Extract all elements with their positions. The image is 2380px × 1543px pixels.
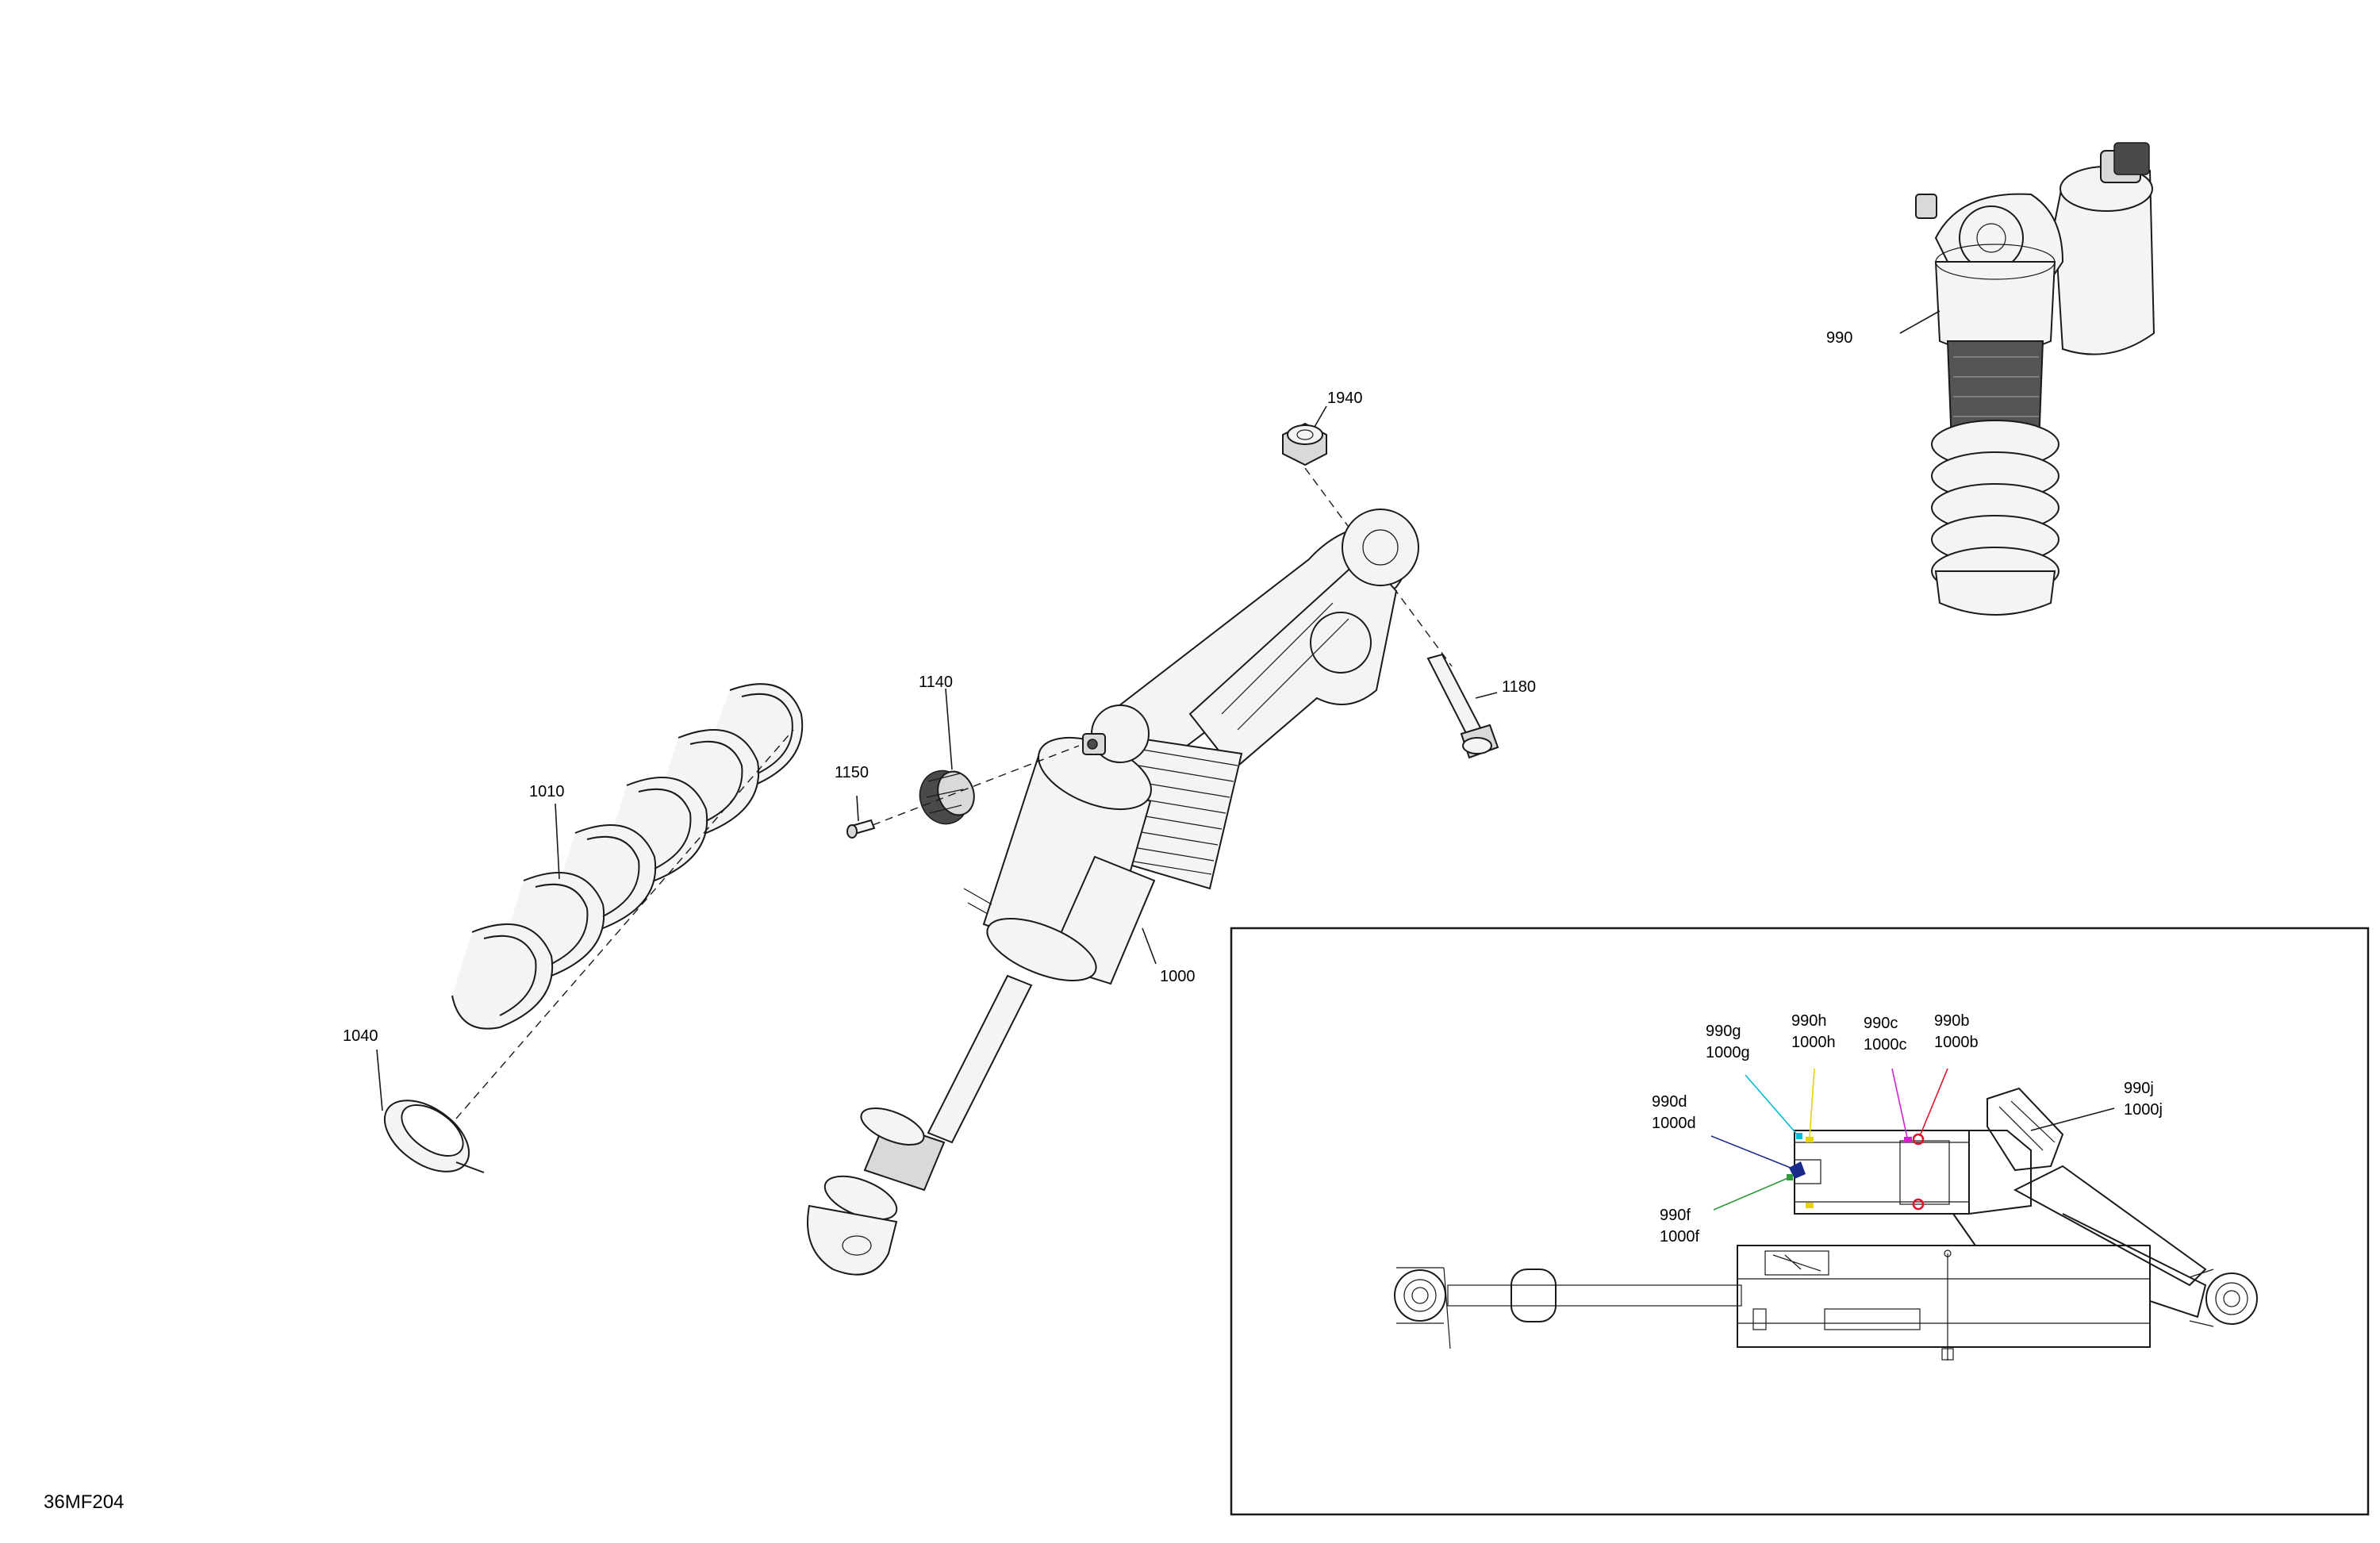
part-label-990: 990 xyxy=(1826,329,1852,347)
detail-leader-b xyxy=(1919,1068,1948,1137)
part-label-1150: 1150 xyxy=(835,764,869,781)
detail-label-1000h: 1000h xyxy=(1791,1034,1836,1051)
part-label-1000: 1000 xyxy=(1160,968,1196,985)
adjuster-knob-1140 xyxy=(919,770,975,825)
detail-label-990g: 990g xyxy=(1706,1023,1741,1040)
screw-1150 xyxy=(846,819,876,839)
detail-label-1000c: 1000c xyxy=(1864,1036,1907,1054)
part-label-1180: 1180 xyxy=(1502,678,1536,696)
detail-label-1000f: 1000f xyxy=(1660,1228,1699,1246)
leader-1040 xyxy=(376,1049,383,1111)
detail-leader-d xyxy=(1710,1135,1795,1170)
leader-1150 xyxy=(856,795,859,822)
assembled-shock-illustration xyxy=(1915,142,2155,616)
leader-1000 xyxy=(1142,927,1157,965)
detail-leader-j xyxy=(2030,1107,2115,1131)
bolt-1180 xyxy=(1426,653,1499,759)
shock-cross-section xyxy=(1394,1087,2258,1361)
detail-label-1000b: 1000b xyxy=(1934,1034,1979,1051)
detail-label-990d: 990d xyxy=(1652,1093,1687,1111)
part-label-1940: 1940 xyxy=(1327,390,1363,407)
marker-h xyxy=(1806,1137,1814,1142)
detail-inset-frame xyxy=(1230,927,2370,1516)
marker-c xyxy=(1904,1137,1912,1142)
leader-1010 xyxy=(555,803,560,880)
leader-1180 xyxy=(1475,692,1498,699)
detail-label-990j: 990j xyxy=(2124,1080,2154,1097)
detail-leader-c xyxy=(1891,1068,1908,1138)
detail-leader-f xyxy=(1713,1176,1791,1211)
coil-spring-1010 xyxy=(451,683,804,1030)
part-label-1010: 1010 xyxy=(529,783,565,800)
axis-line-spring xyxy=(455,729,794,1119)
detail-label-1000g: 1000g xyxy=(1706,1044,1750,1061)
part-label-1140: 1140 xyxy=(919,674,953,691)
detail-label-990b: 990b xyxy=(1934,1012,1970,1030)
part-label-1040: 1040 xyxy=(343,1027,378,1045)
drawing-reference-code: 36MF204 xyxy=(44,1491,124,1513)
detail-label-990f: 990f xyxy=(1660,1207,1691,1224)
detail-inset: 990g 1000g 990h 1000h 990c 1000c 990b 10… xyxy=(1230,927,2370,1516)
detail-label-990h: 990h xyxy=(1791,1012,1827,1030)
leader-990 xyxy=(1899,310,1940,334)
detail-leader-g xyxy=(1745,1074,1799,1137)
marker-b xyxy=(1912,1133,1925,1146)
nut-1940 xyxy=(1282,422,1327,466)
detail-label-1000d: 1000d xyxy=(1652,1115,1696,1132)
marker-h-lower xyxy=(1806,1203,1814,1208)
leader-1140 xyxy=(945,688,953,770)
detail-label-1000j: 1000j xyxy=(2124,1101,2163,1119)
detail-label-990c: 990c xyxy=(1864,1015,1898,1032)
detail-leader-h xyxy=(1809,1068,1815,1138)
main-shock-illustration xyxy=(807,509,1419,1276)
marker-g xyxy=(1796,1133,1802,1139)
marker-d xyxy=(1789,1161,1806,1179)
leader-1940 xyxy=(1314,405,1327,428)
marker-b-lower xyxy=(1912,1198,1925,1211)
spring-retainer-1040 xyxy=(383,1100,485,1173)
axis-line-knob xyxy=(872,745,1080,826)
